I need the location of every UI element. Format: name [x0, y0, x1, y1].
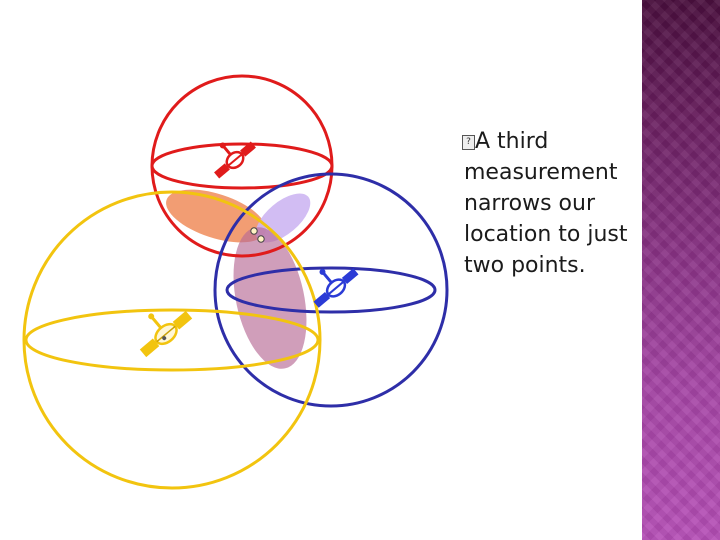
trilateration-diagram: [22, 74, 449, 490]
blue-sphere: [213, 172, 449, 408]
bullet-text-box: ? A third measurement narrows our locati…: [462, 126, 644, 281]
yellow-satellite-icon: [139, 310, 193, 358]
overlap-region-mauve: [233, 227, 307, 369]
overlap-region-orange: [166, 189, 266, 243]
red-sphere: [150, 74, 334, 258]
decorative-side-band: [642, 0, 720, 540]
blue-satellite-icon: [313, 268, 359, 308]
bullet-text: A third measurement narrows our location…: [464, 129, 628, 278]
red-satellite-icon: [214, 141, 256, 179]
bullet-icon: ?: [462, 135, 475, 150]
intersection-point-2: [257, 235, 265, 243]
intersection-point-1: [250, 227, 258, 235]
yellow-sphere: [22, 190, 322, 490]
